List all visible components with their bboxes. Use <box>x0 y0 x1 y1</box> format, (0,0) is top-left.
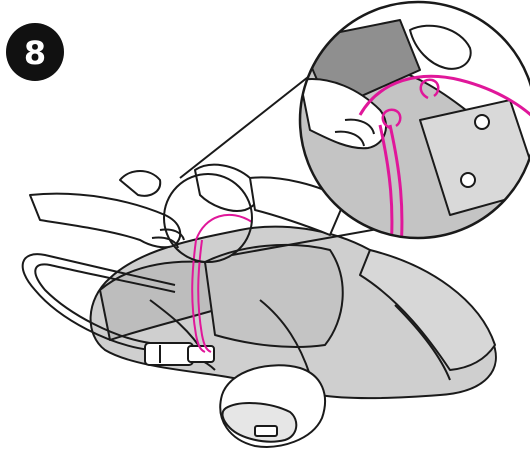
cable-loop-inner <box>34 263 176 344</box>
drawstring-line-a <box>191 239 206 353</box>
detail-snap-1 <box>474 114 490 130</box>
detail-hand <box>300 78 387 150</box>
detail-snap-2 <box>460 172 476 188</box>
detail-fingers <box>334 118 375 147</box>
cover-edge-right <box>359 249 496 371</box>
detail-callout <box>298 0 530 240</box>
right-hand <box>194 163 259 212</box>
cover-crease-3 <box>394 304 451 381</box>
step-badge: 8 <box>6 23 64 81</box>
detail-drawstring-c <box>388 124 404 238</box>
detail-source-circle <box>163 173 253 263</box>
drawstring-highlight <box>191 213 253 353</box>
hub-port <box>254 425 278 437</box>
cover-crease-1 <box>259 299 311 376</box>
marker-1-shape <box>381 108 402 130</box>
cover-fabric <box>89 225 497 400</box>
connector-clip <box>144 342 215 366</box>
hub-icon <box>219 364 326 448</box>
step-number: 8 <box>24 34 46 72</box>
detail-drawstring-a <box>358 74 530 131</box>
detail-panel <box>419 99 530 216</box>
detail-hand-top <box>409 24 472 70</box>
hand-icon <box>29 163 346 249</box>
left-hand <box>29 192 182 249</box>
drawstring-line-b <box>197 239 212 353</box>
cover-fold-center <box>204 243 344 348</box>
cable-loop-outer <box>21 253 176 351</box>
clip-body <box>144 342 194 366</box>
thumb <box>119 170 162 197</box>
detail-drawstring-b <box>378 124 394 238</box>
detail-callout-border <box>298 0 530 240</box>
marker-2-shape <box>419 78 440 100</box>
step-badge-circle <box>6 23 64 81</box>
detail-markers <box>381 78 440 130</box>
drawstring-arc <box>195 213 253 241</box>
detail-drawstring <box>358 74 530 238</box>
